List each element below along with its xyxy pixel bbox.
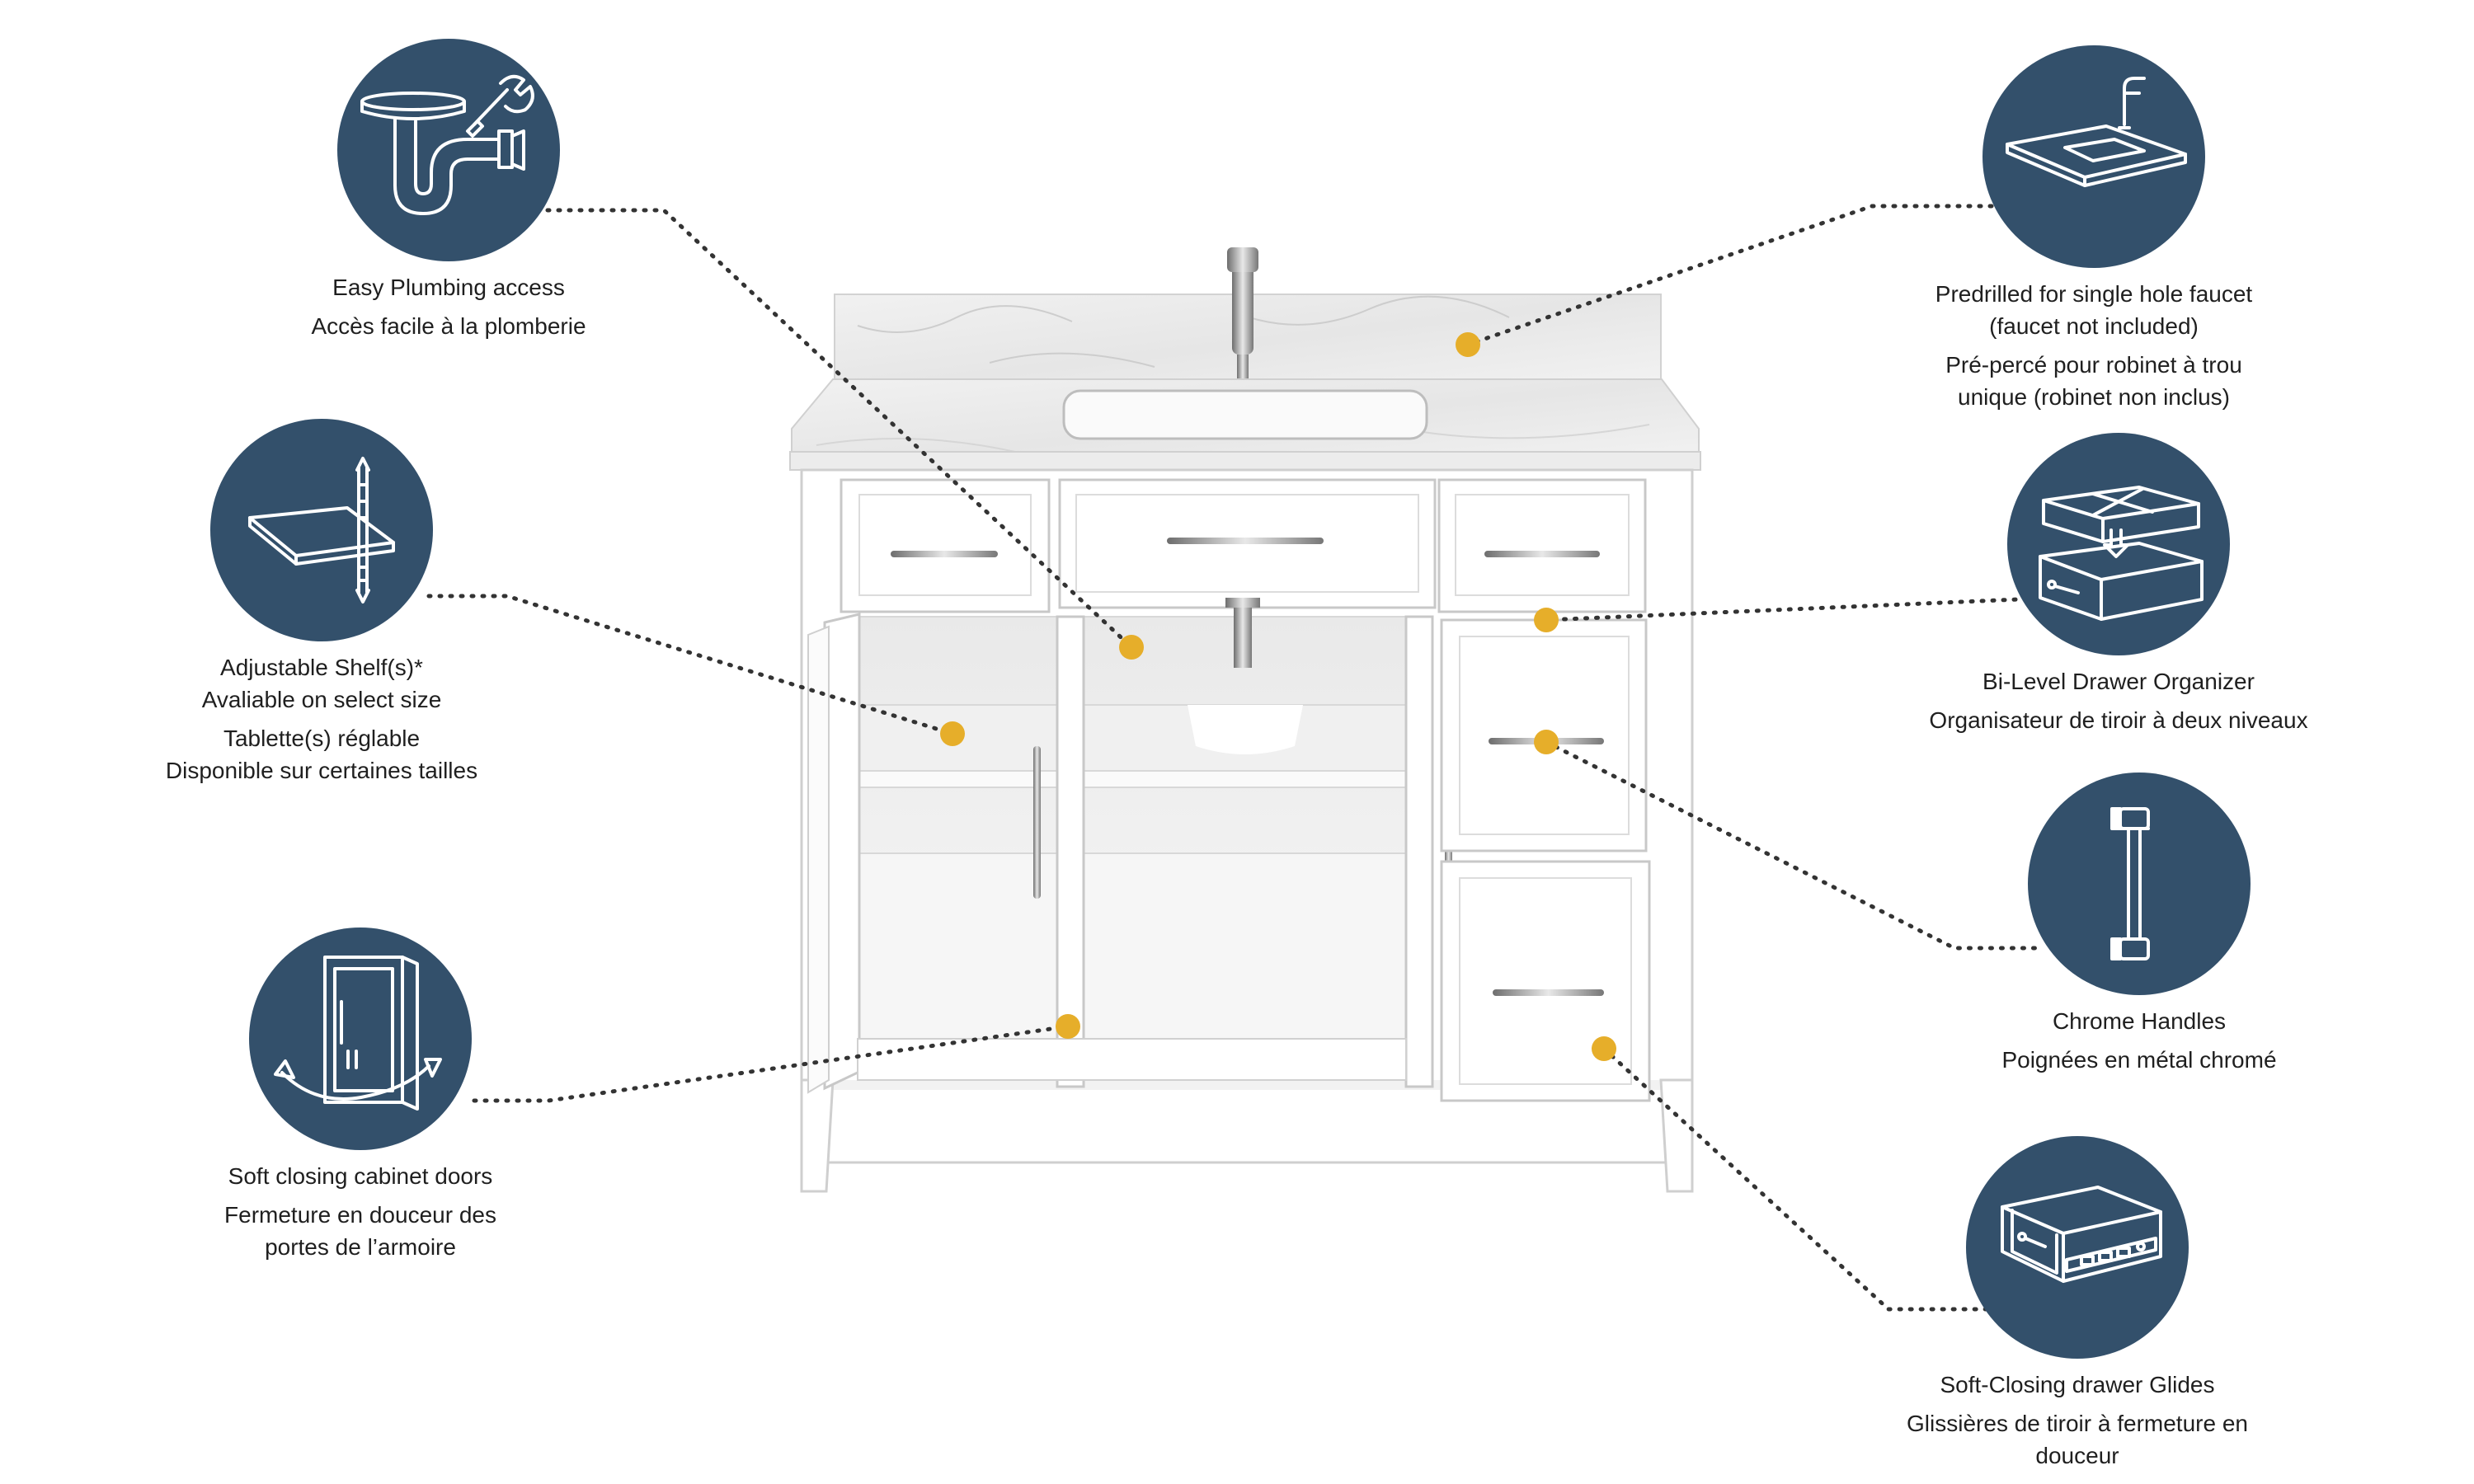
feature-faucet: Predrilled for single hole faucet (fauce… (1846, 45, 2341, 413)
feature-label-en: Adjustable Shelf(s)* Avaliable on select… (201, 655, 442, 712)
feature-softdoor: Soft closing cabinet doors Fermeture en … (154, 928, 567, 1263)
feature-label-fr: Organisateur de tiroir à deux niveaux (1929, 707, 2308, 733)
leader-faucet (1465, 204, 1994, 347)
marker-faucet (1456, 332, 1480, 357)
feature-label-en: Bi-Level Drawer Organizer (1982, 669, 2255, 694)
feature-label-en: Soft closing cabinet doors (228, 1163, 493, 1189)
marker-softdoor (1056, 1014, 1080, 1039)
feature-label-en: Predrilled for single hole faucet (fauce… (1935, 281, 2253, 339)
feature-label-fr: Tablette(s) réglable Disponible sur cert… (165, 726, 478, 783)
marker-shelf (940, 721, 965, 746)
marker-organizer (1534, 608, 1559, 632)
pipe-wrench-icon (360, 74, 534, 215)
leader-shelf (426, 594, 955, 736)
feature-label-fr: Pré-percé pour robinet à trou unique (ro… (1945, 352, 2242, 410)
leader-organizer (1544, 596, 2039, 622)
feature-plumbing: Easy Plumbing access Accès facile à la p… (284, 39, 614, 342)
leader-handles (1544, 740, 2044, 951)
feature-handles: Chrome Handles Poignées en métal chromé (1933, 773, 2345, 1076)
marker-plumbing (1119, 635, 1144, 660)
marker-glides (1592, 1036, 1616, 1061)
drawer-glide-icon (2001, 1186, 2162, 1283)
adjustable-shelf-icon (248, 457, 395, 603)
feature-label-fr: Fermeture en douceur des portes de l’arm… (224, 1202, 496, 1260)
leader-glides (1602, 1046, 2002, 1312)
predrilled-countertop-icon (2006, 77, 2187, 187)
feature-label-fr: Poignées en métal chromé (2001, 1047, 2277, 1073)
feature-label-en: Soft-Closing drawer Glides (1940, 1372, 2215, 1397)
feature-shelf: Adjustable Shelf(s)* Avaliable on select… (74, 419, 569, 787)
marker-handles (1534, 730, 1559, 754)
drawer-organizer-icon (2039, 486, 2204, 621)
leader-softdoor (472, 1024, 1070, 1103)
feature-label-fr: Accès facile à la plomberie (311, 313, 586, 339)
chrome-handle-icon (2110, 807, 2150, 960)
leader-plumbing (545, 208, 1134, 650)
feature-organizer: Bi-Level Drawer Organizer Organisateur d… (1863, 433, 2374, 736)
feature-glides: Soft-Closing drawer Glides Glissières de… (1830, 1136, 2325, 1472)
feature-label-fr: Glissières de tiroir à fermeture en douc… (1907, 1411, 2248, 1468)
feature-label-en: Chrome Handles (2052, 1008, 2227, 1034)
feature-label-en: Easy Plumbing access (332, 275, 565, 300)
soft-close-door-icon (274, 956, 442, 1111)
